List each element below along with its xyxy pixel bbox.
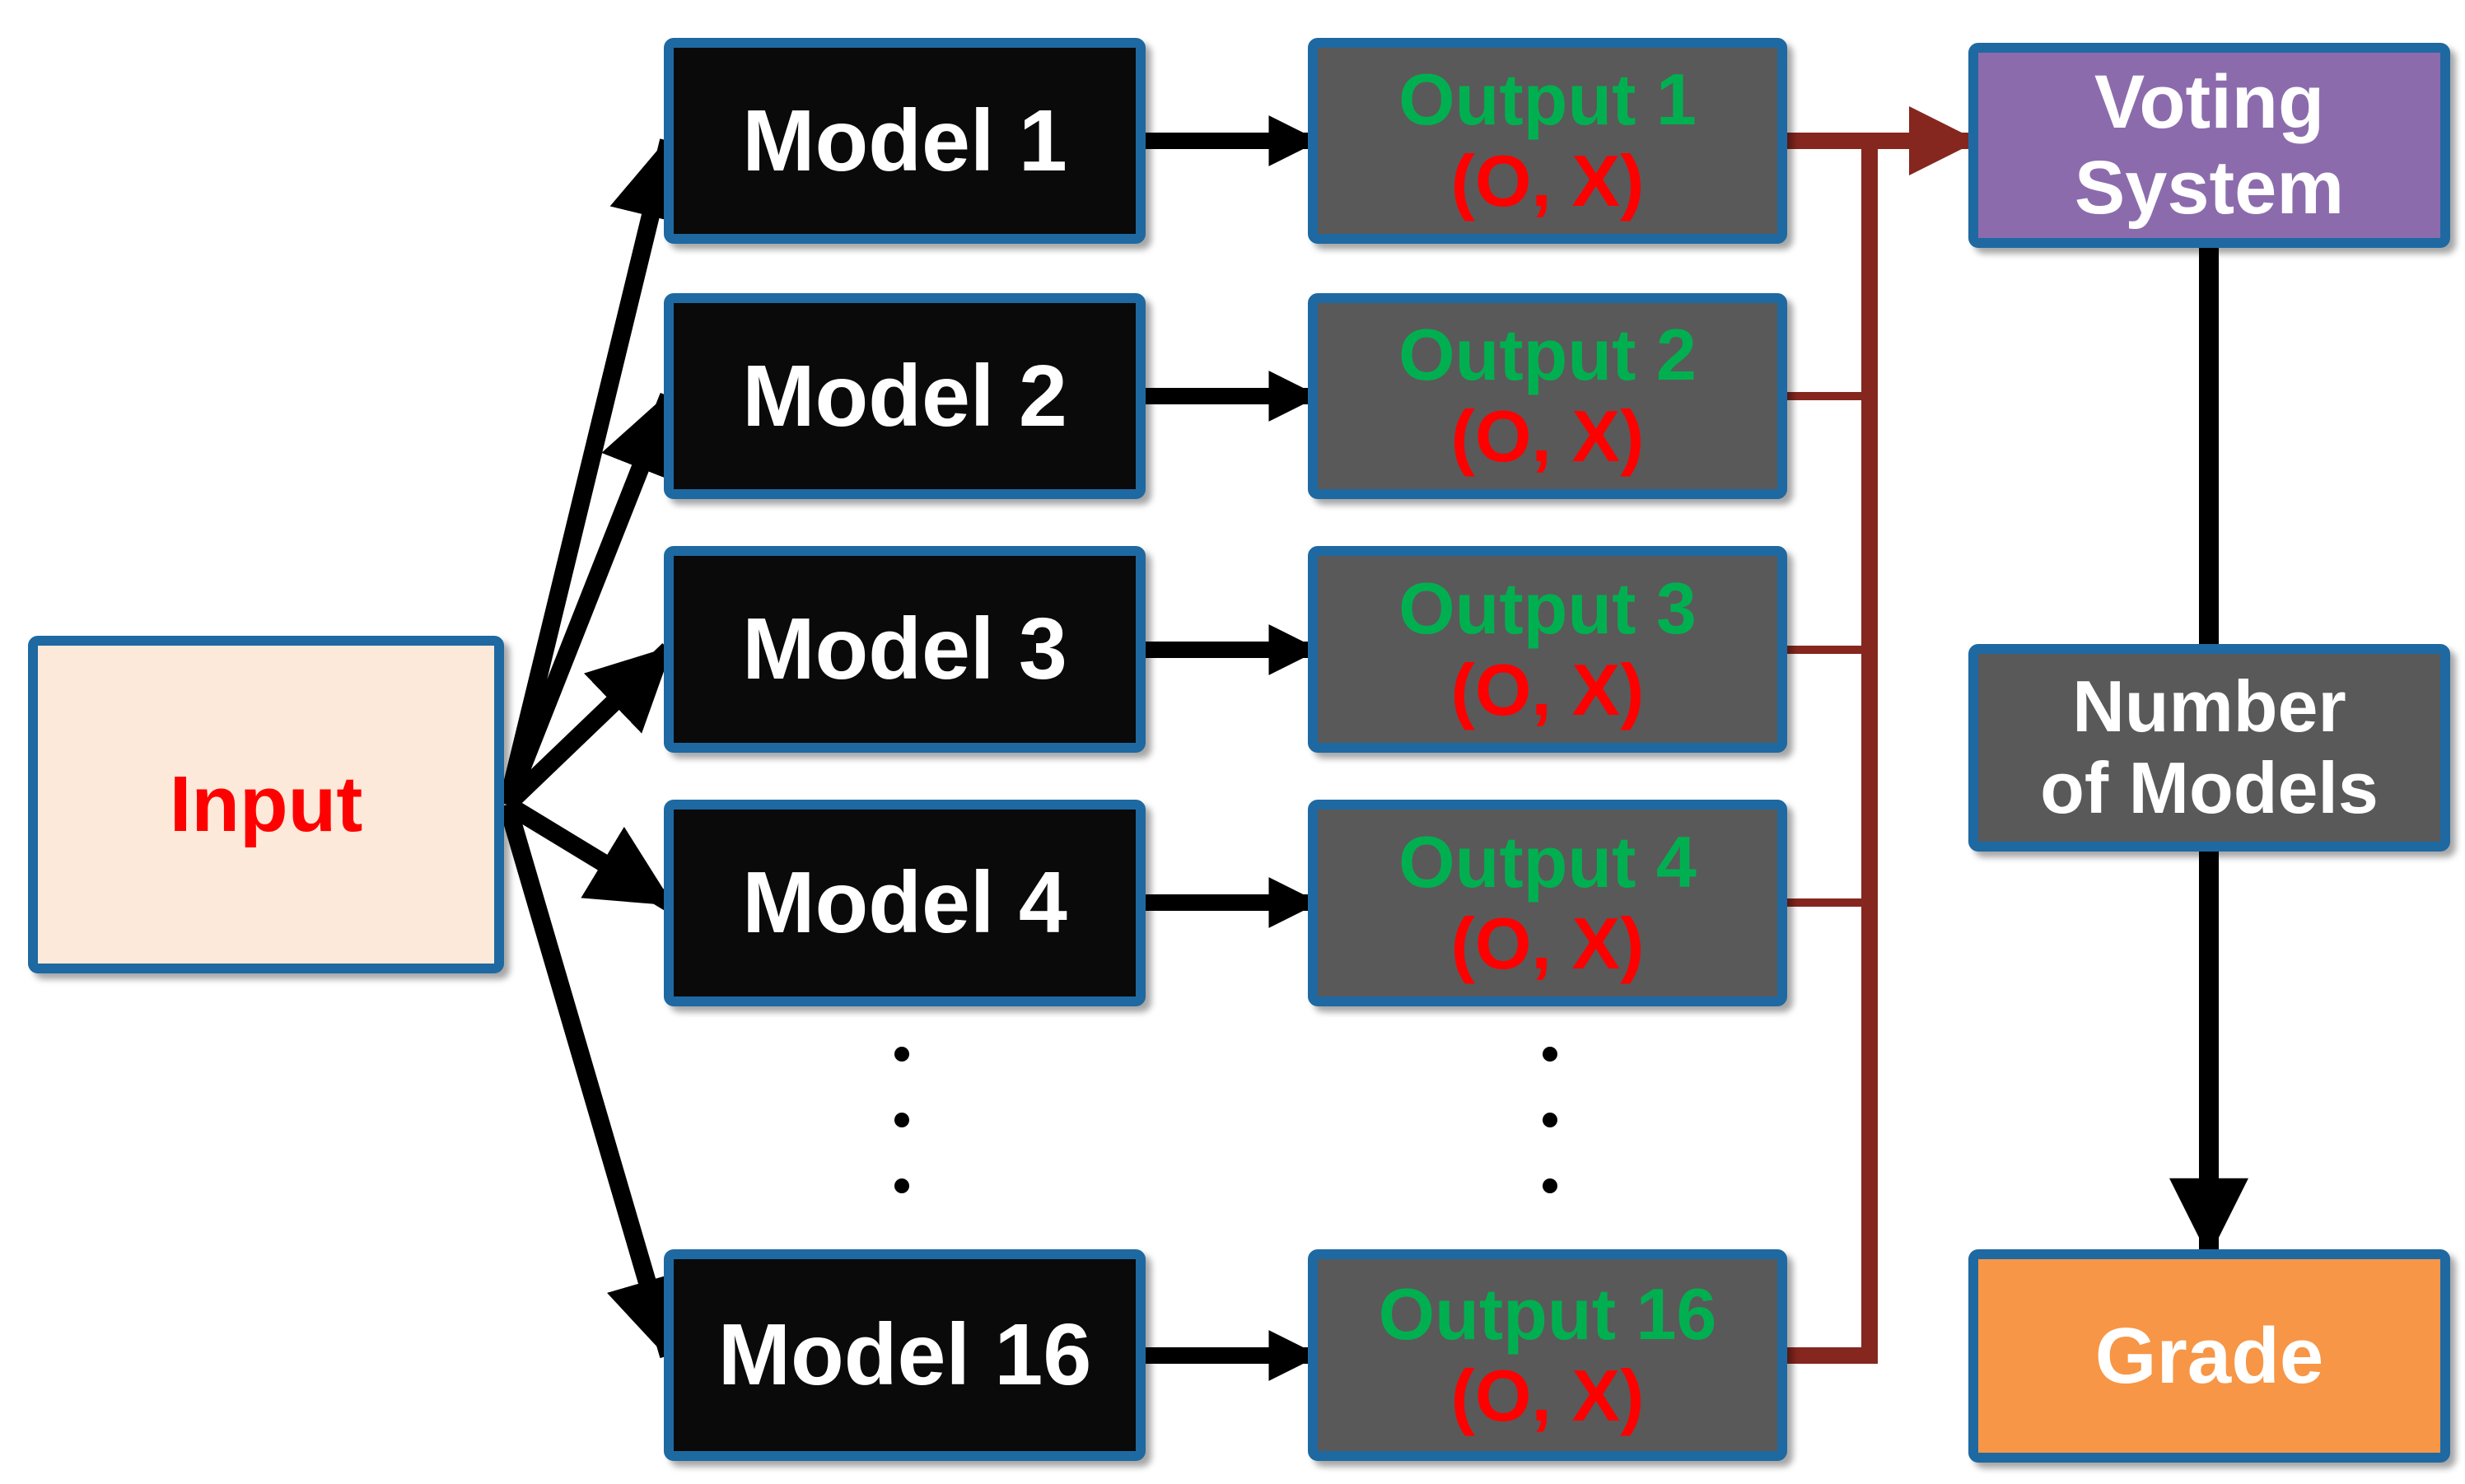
output-1-values: (O, X) xyxy=(1450,140,1645,222)
output-16-values: (O, X) xyxy=(1450,1354,1645,1436)
model-1-label: Model 1 xyxy=(742,91,1067,189)
model-node-1: Model 1 xyxy=(664,38,1146,244)
model-2-label: Model 2 xyxy=(742,347,1067,445)
arrow-input-to-model-16 xyxy=(498,801,688,1361)
grade-node: Grade xyxy=(1968,1249,2450,1463)
output-node-4: Output 4 (O, X) xyxy=(1308,800,1787,1006)
output-node-16: Output 16 (O, X) xyxy=(1308,1249,1787,1461)
output-2-values: (O, X) xyxy=(1450,395,1645,477)
output-4-values: (O, X) xyxy=(1450,902,1645,984)
arrow-input-to-model-1 xyxy=(498,135,691,807)
voting-system-label: Voting System xyxy=(2074,60,2345,230)
voting-system-node: Voting System xyxy=(1968,43,2450,248)
model-node-3: Model 3 xyxy=(664,546,1146,753)
model-node-16: Model 16 xyxy=(664,1249,1146,1461)
number-of-models-label: Number of Models xyxy=(2040,665,2379,828)
output-node-1: Output 1 (O, X) xyxy=(1308,38,1787,244)
output-2-label: Output 2 xyxy=(1398,314,1697,396)
model-16-label: Model 16 xyxy=(717,1306,1092,1404)
input-node: Input xyxy=(28,636,504,973)
grade-label: Grade xyxy=(2094,1311,2324,1400)
output-3-label: Output 3 xyxy=(1398,567,1697,649)
output-3-values: (O, X) xyxy=(1450,648,1645,730)
number-of-models-node: Number of Models xyxy=(1968,644,2450,852)
input-label: Input xyxy=(169,760,363,849)
model-4-label: Model 4 xyxy=(742,854,1067,952)
output-node-2: Output 2 (O, X) xyxy=(1308,293,1787,499)
output-1-label: Output 1 xyxy=(1398,58,1697,141)
output-4-label: Output 4 xyxy=(1398,820,1697,903)
ellipsis-dots-models xyxy=(894,1047,909,1193)
output-16-label: Output 16 xyxy=(1378,1272,1717,1355)
ellipsis-dots-outputs xyxy=(1543,1047,1557,1193)
arrow-input-to-model-2 xyxy=(498,390,679,809)
arrow-input-to-model-3 xyxy=(501,643,675,811)
model-node-2: Model 2 xyxy=(664,293,1146,499)
arrow-input-to-model-4 xyxy=(502,796,675,911)
model-3-label: Model 3 xyxy=(742,600,1067,698)
model-node-4: Model 4 xyxy=(664,800,1146,1006)
output-node-3: Output 3 (O, X) xyxy=(1308,546,1787,753)
